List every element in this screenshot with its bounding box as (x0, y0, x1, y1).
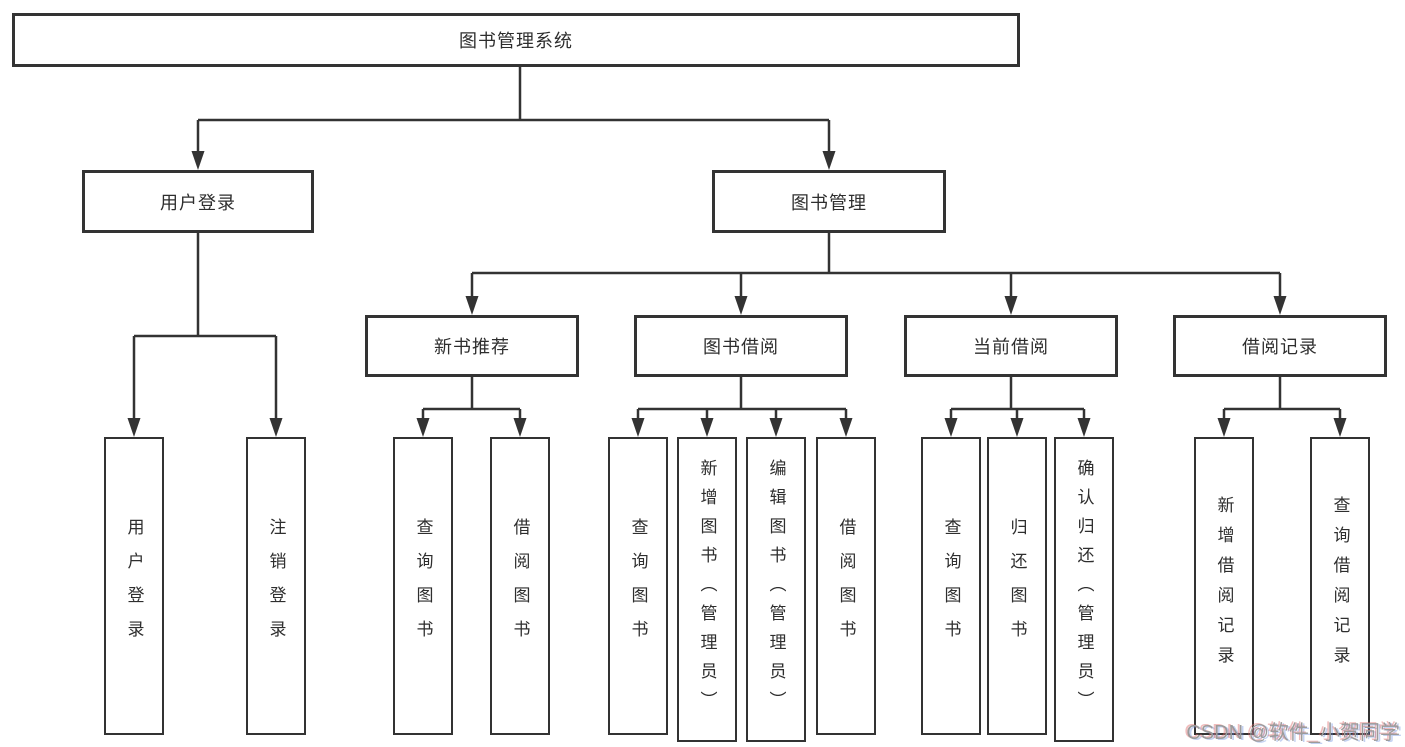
arrowheads (127, 151, 1347, 437)
arrow-icon (1010, 418, 1024, 437)
arrow-icon (191, 151, 205, 170)
arrow-icon (822, 151, 836, 170)
arrow-icon (700, 418, 714, 437)
leaf-current-query-book: 查询图书 (921, 437, 981, 735)
leaf-newbook-borrow-book: 借阅图书 (490, 437, 550, 735)
leaf-current-confirm-return-admin: 确认归还（管理员） (1054, 437, 1114, 742)
leaf-borrow-add-book-admin: 新增图书（管理员） (677, 437, 737, 742)
node-root: 图书管理系统 (12, 13, 1020, 67)
arrow-icon (1004, 296, 1018, 315)
arrow-icon (1333, 418, 1347, 437)
leaf-newbook-query-book: 查询图书 (393, 437, 453, 735)
connector-root (196, 67, 831, 153)
csdn-watermark: CSDN @软件_小贺同学 (1186, 722, 1400, 744)
leaf-record-add-record: 新增借阅记录 (1194, 437, 1254, 735)
connector-book-borrow (636, 377, 848, 420)
node-borrow-record: 借阅记录 (1173, 315, 1387, 377)
leaf-record-query-record: 查询借阅记录 (1310, 437, 1370, 735)
arrow-icon (269, 418, 283, 437)
connector-book-management (470, 233, 1282, 298)
arrow-icon (1273, 296, 1287, 315)
arrow-icon (631, 418, 645, 437)
connector-user-login (132, 233, 278, 420)
arrow-icon (127, 418, 141, 437)
leaf-logout: 注销登录 (246, 437, 306, 735)
node-book-management: 图书管理 (712, 170, 946, 233)
leaf-user-login: 用户登录 (104, 437, 164, 735)
leaf-current-return-book: 归还图书 (987, 437, 1047, 735)
arrow-icon (839, 418, 853, 437)
node-current-borrow: 当前借阅 (904, 315, 1118, 377)
arrow-icon (769, 418, 783, 437)
arrow-icon (944, 418, 958, 437)
arrow-icon (416, 418, 430, 437)
node-new-book-recommend: 新书推荐 (365, 315, 579, 377)
node-book-borrow: 图书借阅 (634, 315, 848, 377)
arrow-icon (734, 296, 748, 315)
leaf-borrow-borrow-book: 借阅图书 (816, 437, 876, 735)
arrow-icon (1217, 418, 1231, 437)
arrow-icon (465, 296, 479, 315)
arrow-icon (1077, 418, 1091, 437)
arrow-icon (513, 418, 527, 437)
leaf-borrow-edit-book-admin: 编辑图书（管理员） (746, 437, 806, 742)
node-user-login: 用户登录 (82, 170, 314, 233)
connector-current-borrow (949, 377, 1086, 420)
connector-new-book (421, 377, 522, 420)
leaf-borrow-query-book: 查询图书 (608, 437, 668, 735)
connector-borrow-record (1222, 377, 1342, 420)
